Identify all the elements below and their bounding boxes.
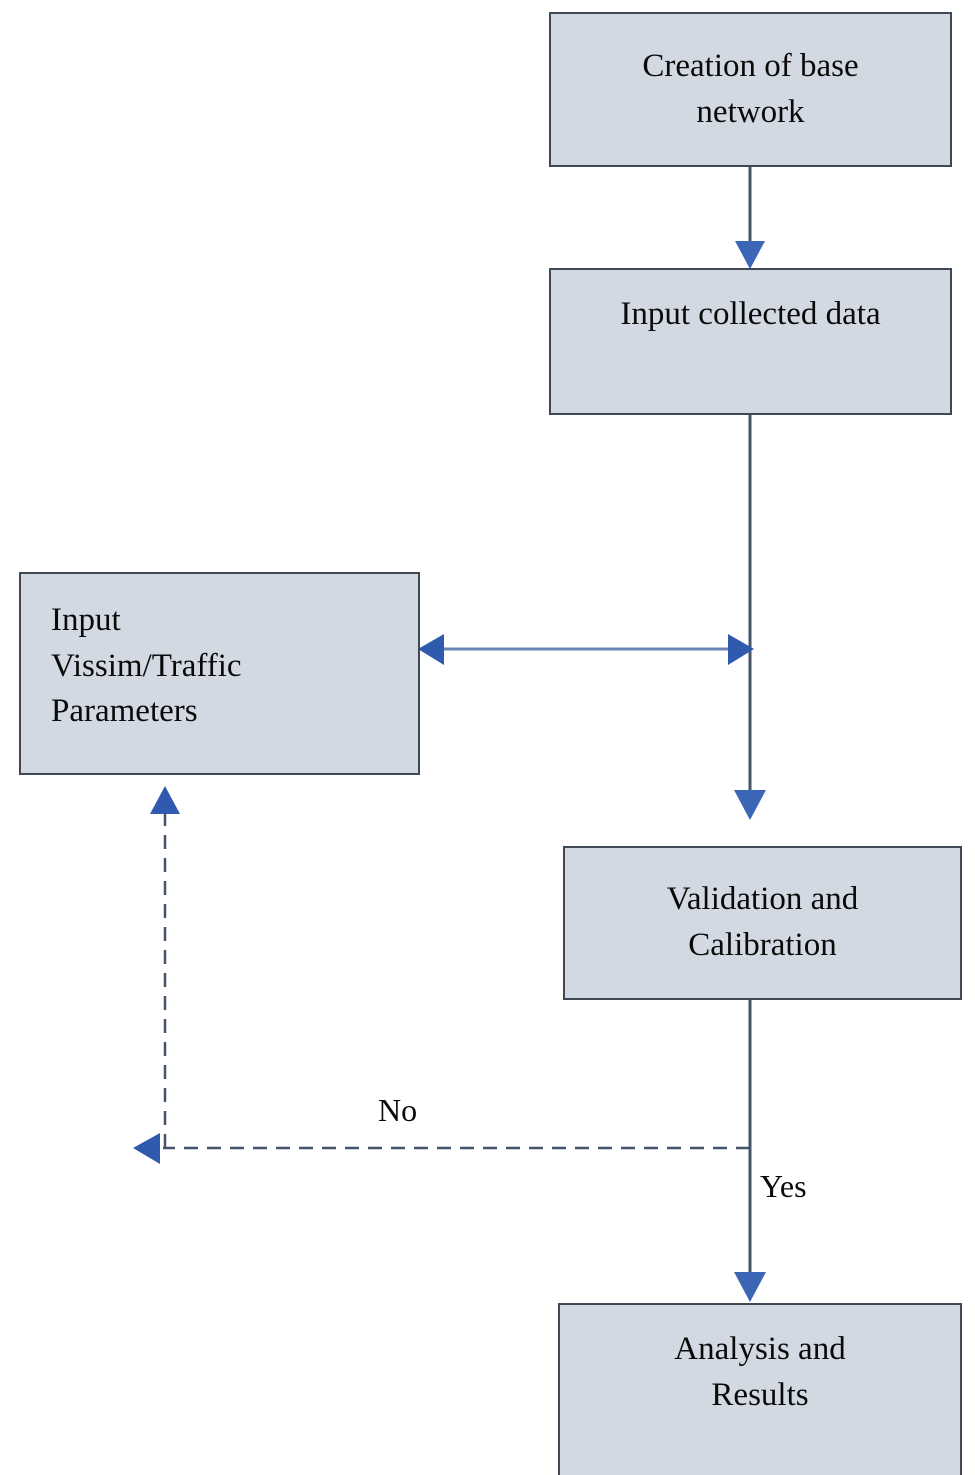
node-input-vissim-traffic-parameters[interactable]: Input Vissim/Traffic Parameters [19,572,420,775]
node-label-vissim-params: Input Vissim/Traffic Parameters [51,602,242,730]
arrowhead-down-icon [734,1272,766,1302]
node-analysis-and-results[interactable]: Analysis and Results [558,1303,962,1475]
edge-base-to-input [735,167,765,269]
edge-validation-to-analysis [734,1000,766,1302]
node-label-input-data: Input collected data [620,296,881,332]
node-label-base-network: Creation of base network [642,47,859,130]
edge-label-no: No [378,1092,418,1128]
arrowhead-left-icon [418,634,444,665]
arrowhead-up-icon [150,786,180,814]
arrowhead-right-icon [728,634,754,665]
node-validation-and-calibration[interactable]: Validation and Calibration [563,846,962,1000]
arrowhead-down-icon [734,790,766,820]
edge-input-to-validation [734,415,766,820]
arrowhead-down-icon [735,241,765,269]
arrowhead-left-icon [133,1133,160,1164]
edge-params-exchange [418,634,754,665]
node-input-collected-data[interactable]: Input collected data [549,268,952,415]
node-label-validation: Validation and Calibration [666,881,859,963]
node-creation-of-base-network[interactable]: Creation of base network [549,12,952,167]
edge-label-yes: Yes [760,1168,807,1204]
node-label-analysis: Analysis and Results [674,1331,846,1413]
